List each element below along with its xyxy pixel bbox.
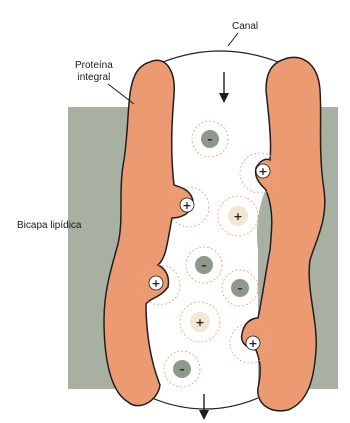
- integral-protein-label: Proteína integral: [75, 60, 113, 84]
- svg-text:–: –: [179, 363, 185, 376]
- svg-text:+: +: [233, 210, 242, 223]
- svg-text:+: +: [182, 199, 191, 212]
- svg-text:–: –: [207, 133, 213, 146]
- bound-cation: +: [256, 164, 270, 178]
- bound-cation: +: [149, 276, 163, 290]
- svg-text:–: –: [237, 282, 243, 295]
- svg-text:–: –: [201, 259, 207, 272]
- svg-text:+: +: [151, 277, 160, 290]
- lipid-bilayer-label: Bicapa lipídica: [17, 220, 81, 232]
- integral-protein-label-line1: Proteína: [75, 60, 113, 71]
- integral-protein-label-line2: integral: [78, 72, 111, 83]
- bound-cation: +: [180, 198, 194, 212]
- svg-text:+: +: [258, 165, 267, 178]
- channel-label: Canal: [232, 21, 258, 33]
- svg-text:+: +: [195, 316, 204, 329]
- label-leader-canal: [228, 33, 238, 46]
- svg-text:+: +: [248, 337, 257, 350]
- bound-cation: +: [246, 336, 260, 350]
